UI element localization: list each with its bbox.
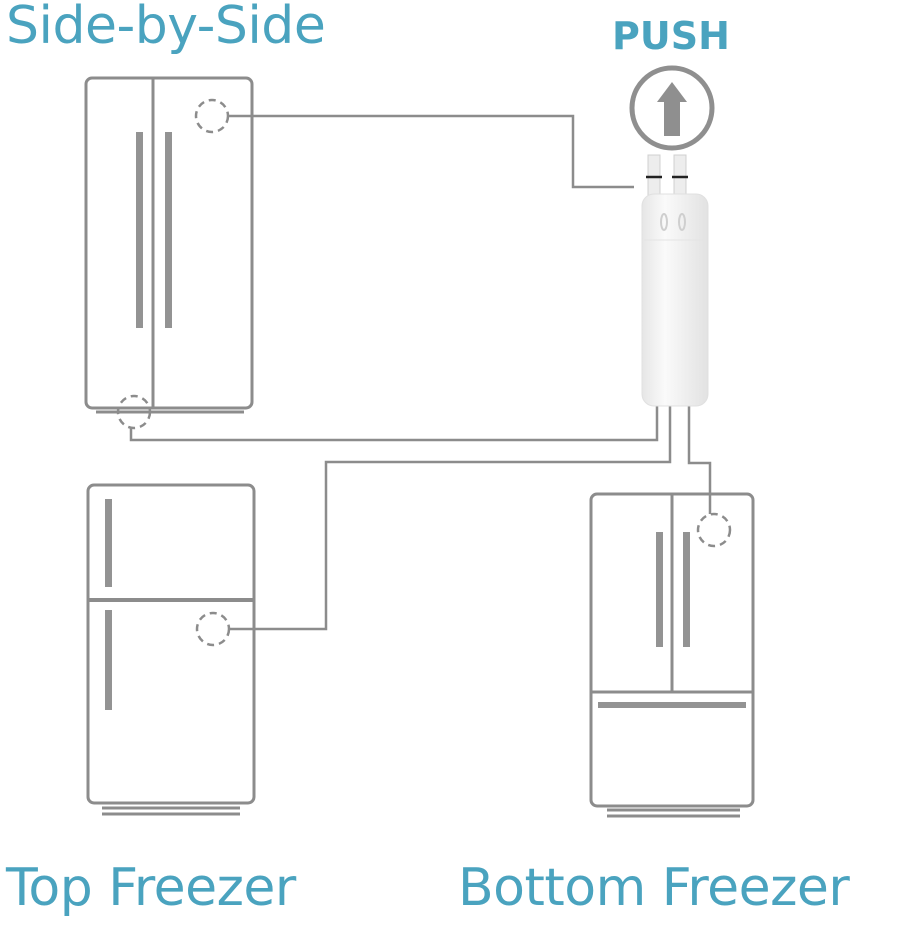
connection-point-icon <box>696 512 732 548</box>
water-lines <box>129 114 712 631</box>
handle <box>656 532 663 647</box>
handle <box>105 499 112 587</box>
handle <box>105 610 112 710</box>
handle <box>136 132 143 328</box>
connection-point-icon <box>116 394 152 430</box>
push-label: PUSH <box>612 14 730 58</box>
side-by-side-fridge <box>84 76 254 414</box>
bottom-freezer-fridge <box>589 492 755 818</box>
handle <box>683 532 690 647</box>
connection-point-icon <box>195 611 231 647</box>
top-freezer-label: Top Freezer <box>6 858 296 918</box>
handle <box>165 132 172 328</box>
up-arrow-in-circle-icon <box>629 65 715 151</box>
water-filter-cartridge-icon <box>641 154 709 407</box>
handle <box>598 702 746 708</box>
bottom-freezer-label: Bottom Freezer <box>458 858 850 918</box>
side-by-side-label: Side-by-Side <box>6 0 326 56</box>
connection-point-icon <box>194 98 230 134</box>
top-freezer-fridge <box>86 483 256 816</box>
